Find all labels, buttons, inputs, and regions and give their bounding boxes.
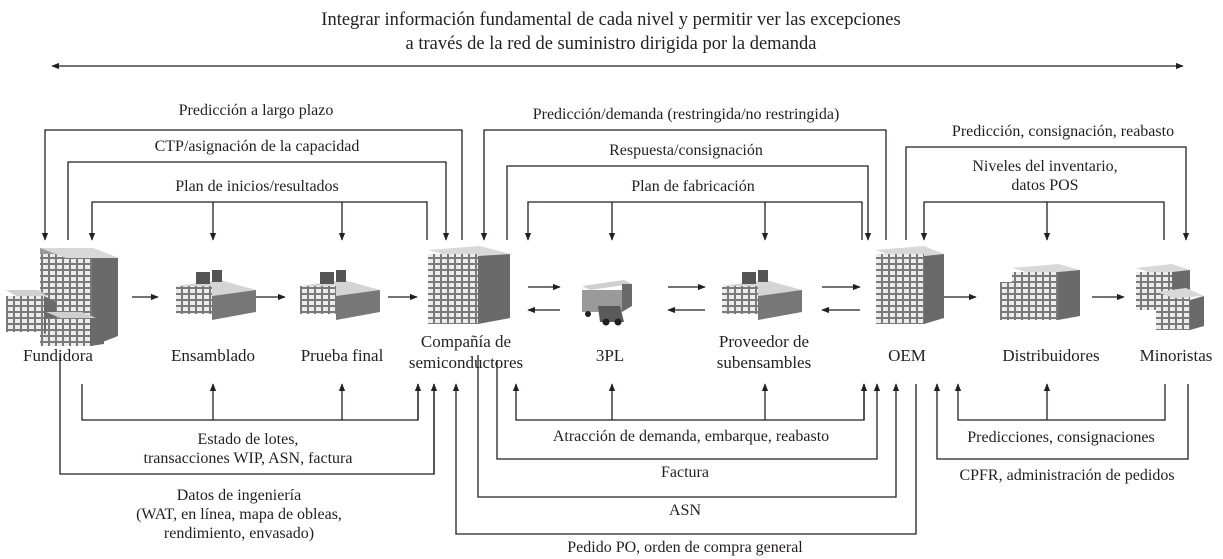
label-estado-line-2: transacciones WIP, ASN, factura (143, 450, 353, 467)
node-proveedor: Proveedor de subensambles (717, 331, 811, 373)
node-oem: OEM (888, 346, 926, 365)
label-ingenieria-line-1: Datos de ingeniería (176, 487, 302, 504)
label-datos-ingenieria: Datos de ingeniería (WAT, en línea, mapa… (136, 486, 342, 543)
flow-ctp (67, 161, 450, 241)
label-estado-line-1: Estado de lotes, (197, 431, 299, 448)
label-niveles-inventario: Niveles del inventario, datos POS (972, 157, 1117, 195)
oem-icon (876, 246, 944, 324)
flow-plan-fabricacion (524, 201, 863, 241)
minoristas-icon (1136, 264, 1204, 330)
label-ctp: CTP/asignación de la capacidad (154, 138, 360, 155)
node-3pl: 3PL (595, 346, 625, 365)
label-estado-lotes: Estado de lotes, transacciones WIP, ASN,… (144, 430, 353, 468)
node-ensamblado: Ensamblado (170, 346, 256, 365)
flow-factura (496, 360, 881, 460)
label-niveles-line-2: datos POS (1011, 177, 1079, 194)
ensamblado-icon (176, 270, 256, 320)
header-line-1: Integrar información fundamental de cada… (321, 10, 901, 30)
label-prediccion-largo-plazo: Predicción a largo plazo (178, 102, 334, 119)
node-proveedor-line-1: Proveedor de (718, 332, 810, 351)
label-asn: ASN (668, 502, 702, 519)
label-niveles-line-1: Niveles del inventario, (972, 158, 1118, 175)
semiconductores-icon (428, 246, 510, 324)
label-prediccion-demanda: Predicción/demanda (restringida/no restr… (532, 106, 840, 123)
label-ingenieria-line-2: (WAT, en línea, mapa de obleas, (136, 506, 342, 523)
flow-pedido-po (452, 383, 917, 535)
label-predicciones: Predicciones, consignaciones (967, 429, 1155, 446)
flow-atraccion (512, 383, 865, 421)
flow-niveles-inventario (920, 201, 1165, 241)
prueba-final-icon (300, 270, 380, 320)
flow-estado-lotes (81, 384, 419, 421)
distribuidores-icon (1000, 264, 1080, 320)
node-minoristas: Minoristas (1139, 346, 1213, 365)
node-prueba-final: Prueba final (300, 346, 384, 365)
flow-prediccion-largo-plazo (41, 129, 463, 241)
fundidora-icon (6, 248, 118, 346)
flow-predicciones (954, 383, 1166, 421)
node-semiconductores-line-2: semiconductores (408, 353, 524, 372)
proveedor-icon (722, 270, 802, 320)
flow-cpfr (933, 383, 1189, 460)
label-ingenieria-line-3: rendimiento, envasado) (163, 525, 315, 542)
flow-prediccion-demanda (480, 129, 887, 241)
label-pedido-po: Pedido PO, orden de compra general (567, 539, 803, 556)
flow-plan-inicios (88, 201, 428, 241)
flow-prediccion-consignacion (905, 146, 1190, 241)
node-distribuidores: Distribuidores (1002, 346, 1100, 365)
label-plan-inicios: Plan de inicios/resultados (175, 178, 339, 195)
node-semiconductores-line-1: Compañía de (420, 332, 512, 351)
flow-respuesta (506, 165, 872, 241)
header-title: Integrar información fundamental de cada… (321, 8, 900, 56)
label-plan-fabricacion: Plan de fabricación (631, 178, 755, 195)
label-factura: Factura (661, 464, 709, 481)
label-cpfr: CPFR, administración de pedidos (959, 467, 1175, 484)
flow-asn (477, 355, 900, 498)
label-atraccion: Atracción de demanda, embarque, reabasto (552, 428, 830, 445)
node-proveedor-line-2: subensambles (716, 353, 812, 372)
node-fundidora: Fundidora (23, 346, 93, 365)
node-semiconductores: Compañía de semiconductores (409, 331, 523, 373)
label-prediccion-consignacion: Predicción, consignación, reabasto (951, 123, 1175, 140)
truck-icon (582, 280, 632, 326)
label-respuesta: Respuesta/consignación (609, 142, 763, 159)
header-line-2: a través de la red de suministro dirigid… (405, 34, 817, 54)
